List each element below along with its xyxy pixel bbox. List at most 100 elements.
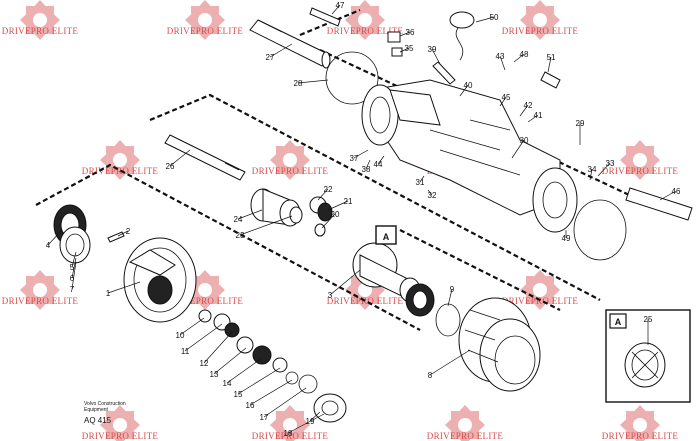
footer: Volvo Construction Equipment AQ 415 [84,401,126,425]
bolt-39 [432,61,456,85]
callout-40: 40 [464,81,473,90]
callout-1: 1 [106,289,111,298]
callout-46: 46 [672,187,681,196]
callout-44: 44 [374,160,383,169]
callout-16: 16 [246,401,255,410]
leader-line-1 [107,281,141,294]
callout-42: 42 [524,101,533,110]
callout-48: 48 [520,50,529,59]
callout-30: 30 [520,136,529,145]
watermark-layer: DRIVEPRO ELITE DRIVEPRO ELITE DRIVEPRO ELI… [2,0,679,441]
leader-line-18 [287,413,325,434]
leader-line-38 [365,159,371,170]
figure-code: AQ 415 [84,416,112,425]
ring-20 [314,223,326,237]
watermark-text: DRIVEPRO ELITE [252,166,329,176]
leader-line-12 [203,331,233,364]
callout-13: 13 [210,370,219,379]
callout-4: 4 [46,241,51,250]
leader-line-2 [117,230,129,237]
watermark-text: DRIVEPRO ELITE [82,166,159,176]
callout-47: 47 [336,1,345,10]
watermark-gear-icon [100,140,140,180]
shaft-26 [164,134,246,181]
leader-line-21 [327,200,349,211]
watermark-text: DRIVEPRO ELITE [167,296,244,306]
cover-18 [313,393,347,423]
bearing-21 [317,202,333,222]
callout-17: 17 [260,413,269,422]
callout-19: 19 [306,417,315,426]
watermark-gear-icon [100,405,140,441]
nut-35 [391,47,403,57]
leader-line-32 [427,189,433,196]
leader-line-15 [237,367,281,395]
callout-49: 49 [562,234,571,243]
leader-line-17 [263,387,307,418]
watermark-text: DRIVEPRO ELITE [252,431,329,441]
watermark-text: DRIVEPRO ELITE [502,26,579,36]
watermark-gear-icon [620,405,660,441]
watermark-text: DRIVEPRO ELITE [602,166,679,176]
leader-line-8 [429,349,471,376]
callout-18: 18 [284,429,293,438]
callout-43: 43 [496,52,505,61]
leader-line-26 [169,149,191,167]
callout-29: 29 [576,119,585,128]
callout-3: 3 [328,291,333,300]
inset-label: A [615,317,622,327]
watermark-gear-icon [345,0,385,40]
leader-line-47 [331,4,341,15]
leader-line-33 [597,162,611,177]
watermark-gear-icon [520,270,560,310]
leader-line-41 [527,114,539,123]
callout-27: 27 [266,53,275,62]
watermark-gear-icon [185,0,225,40]
watermark-gear-icon [520,0,560,40]
callout-34: 34 [588,165,597,174]
watermark-text: DRIVEPRO ELITE [167,26,244,36]
leader-line-24 [237,209,263,220]
watermark-text: DRIVEPRO ELITE [82,431,159,441]
callout-14: 14 [223,379,232,388]
callout-35: 35 [405,44,414,53]
callout-2: 2 [126,227,131,236]
leader-line-3 [329,269,361,296]
detail-ref-a-label: A [383,232,390,242]
seal-5 [59,226,91,264]
leader-line-19 [309,411,321,422]
leader-line-42 [519,104,529,117]
leader-line-40 [459,84,469,97]
watermark-gear-icon [20,270,60,310]
leader-line-5 [71,251,77,268]
watermark-gear-icon [270,405,310,441]
callout-28: 28 [294,79,303,88]
leader-line-31 [419,175,425,183]
sun-gear-24 [250,188,301,227]
callout-26: 26 [166,162,175,171]
leader-line-4 [47,229,63,246]
plug-36 [387,31,401,43]
callout-39: 39 [428,45,437,54]
leader-line-39 [431,48,441,65]
callout-23: 23 [236,231,245,240]
leader-line-28 [297,79,329,84]
leader-line-11 [184,323,223,352]
leader-line-34 [589,168,593,181]
callout-layer: 1234567891011121314151617181920212223242… [46,1,681,438]
brand-line1: Volvo Construction [84,401,126,407]
leader-line-9 [447,288,453,307]
callout-32: 32 [428,191,437,200]
leader-line-48 [513,53,525,63]
leader-line-44 [377,155,385,165]
leader-line-20 [321,213,336,229]
leader-line-16 [249,379,293,406]
watermark-text: DRIVEPRO ELITE [2,296,79,306]
callout-11: 11 [181,347,190,356]
callout-7: 7 [70,285,75,294]
callout-6: 6 [70,274,75,283]
watermark-gear-icon [20,0,60,40]
sensor-50 [449,11,475,61]
leader-line-6 [71,257,77,279]
washer-23 [289,206,303,224]
